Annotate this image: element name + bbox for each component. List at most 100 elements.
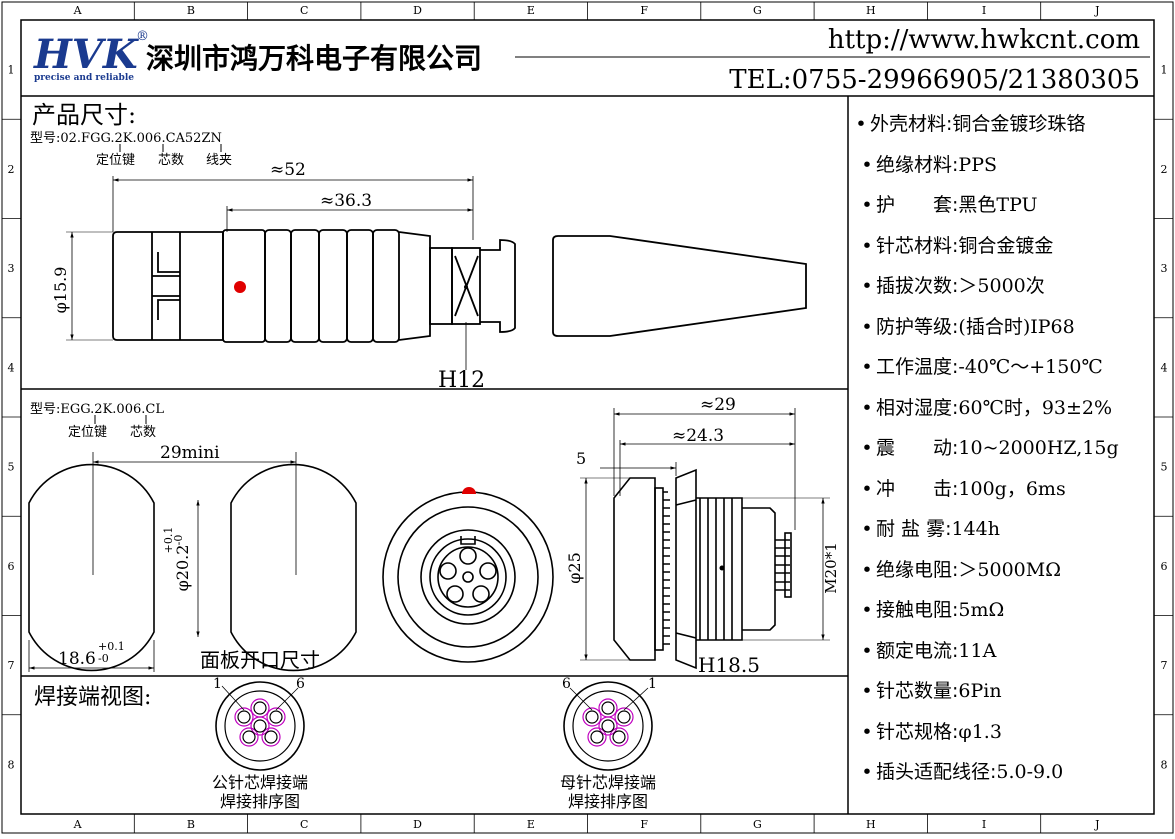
spec-label: 耐 盐 雾: [876, 518, 952, 540]
bullet-icon: • [861, 599, 873, 621]
spec-label: 绝缘电阻: [876, 558, 959, 581]
socket-dim-total: ≈29 [700, 395, 736, 415]
spec-value: ＞5000次 [958, 275, 1045, 297]
spec-row: •插头适配线径:5.0-9.0 [858, 760, 1168, 784]
spec-value: φ1.3 [958, 720, 1002, 743]
grid-row-label-right: 2 [1161, 163, 1168, 176]
spec-label: 防护等级: [876, 315, 959, 338]
grid-row-label-left: 5 [8, 461, 15, 474]
logo: HVK ® precise and reliable [33, 29, 149, 83]
telephone: TEL:0755-29966905/21380305 [729, 65, 1140, 95]
cutout-flat-tol-up: +0.1 [98, 640, 125, 653]
logo-text: HVK [33, 31, 140, 78]
female-pin-6-label: 6 [562, 676, 571, 692]
socket-alignment-marker [462, 487, 476, 494]
bullet-icon: • [861, 639, 873, 662]
grid-col-label-bottom: H [866, 818, 876, 831]
website-url: http://www.hwkcnt.com [828, 25, 1140, 55]
spec-value: 黑色TPU [958, 194, 1038, 216]
panel-cutout-drawing [28, 463, 357, 672]
spec-row: •冲 击:100g，6ms [858, 477, 1168, 501]
spec-row: •震 动:10~2000HZ,15g [858, 436, 1168, 460]
spec-value: ＞5000MΩ [958, 558, 1061, 581]
socket-dim-thread: M20*1 [822, 542, 840, 594]
bullet-icon: • [861, 518, 873, 540]
spec-value: -40℃～+150℃ [958, 356, 1103, 378]
spec-row: •针芯材料:铜合金镀金 [858, 234, 1168, 258]
spec-label: 外壳材料: [870, 113, 953, 135]
spec-label: 工作温度: [876, 356, 959, 378]
grid-col-label-bottom: C [300, 818, 308, 831]
spec-label: 接触电阻: [876, 599, 959, 621]
spec-label: 插头适配线径: [876, 761, 997, 783]
spec-row: •防护等级:(插合时)IP68 [858, 315, 1168, 339]
grid-row-label-right: 6 [1161, 560, 1168, 573]
socket-dim-flange: 5 [576, 449, 586, 468]
cutout-dia-tol-dn: -0 [172, 535, 185, 546]
grid-col-label-top: B [187, 4, 195, 17]
spec-value: 60℃时，93±2% [958, 396, 1113, 419]
cutout-dim-width: 29mini [160, 443, 220, 463]
spec-label: 绝缘材料: [876, 153, 959, 176]
grid-row-label-left: 2 [8, 163, 15, 176]
plug-legend-cores: 芯数 [158, 153, 184, 168]
spec-value: 11A [958, 639, 997, 662]
grid-row-label-left: 3 [8, 262, 15, 275]
cutout-dim-flat: 18.6 [58, 649, 96, 669]
spec-row: •绝缘电阻:＞5000MΩ [858, 558, 1168, 582]
grid-col-label-top: I [982, 4, 986, 17]
plug-dim-total: ≈52 [270, 160, 306, 180]
logo-registered-mark: ® [136, 29, 149, 44]
grid-col-label-bottom: G [753, 818, 762, 831]
male-pin-6-label: 6 [296, 676, 305, 692]
spec-label: 针芯材料: [876, 234, 959, 257]
socket-dim-diameter: φ25 [565, 552, 584, 584]
male-solder-sub: 焊接排序图 [220, 792, 300, 811]
grid-row-label-right: 4 [1161, 361, 1168, 374]
grid-col-label-top: J [1094, 4, 1099, 17]
spec-row: •针芯规格:φ1.3 [858, 720, 1168, 744]
plug-drawing [112, 229, 807, 343]
grid-col-label-top: D [413, 4, 422, 17]
grid-col-label-top: E [527, 4, 535, 17]
spec-value: 5.0-9.0 [996, 761, 1064, 783]
plug-dim-body: ≈36.3 [320, 191, 372, 211]
bullet-icon: • [861, 356, 873, 378]
grid-col-label-bottom: D [413, 818, 422, 831]
grid-col-label-bottom: J [1094, 818, 1099, 831]
male-solder-label: 公针芯焊接端 [212, 773, 308, 792]
spec-value: 144h [951, 518, 1000, 540]
spec-label: 插拔次数: [876, 275, 959, 297]
socket-dim-body: ≈24.3 [672, 426, 724, 446]
spec-label: 冲 击: [876, 477, 959, 500]
socket-legend-cores: 芯数 [130, 425, 156, 440]
plug-alignment-marker [234, 281, 246, 293]
spec-row: •外壳材料:铜合金镀珍珠铬 [852, 112, 1162, 136]
logo-slogan: precise and reliable [34, 73, 134, 83]
female-solder-label: 母针芯焊接端 [560, 773, 656, 792]
grid-col-label-bottom: F [640, 818, 648, 831]
spec-row: •额定电流:11A [858, 639, 1168, 663]
cutout-title: 面板开口尺寸 [200, 648, 320, 672]
grid-col-label-top: H [866, 4, 876, 17]
spec-label: 额定电流: [876, 639, 959, 662]
grid-col-label-top: F [640, 4, 648, 17]
spec-row: •绝缘材料:PPS [858, 153, 1168, 177]
grid-col-label-bottom: E [527, 818, 535, 831]
spec-value: 铜合金镀金 [958, 234, 1054, 257]
company-name: 深圳市鸿万科电子有限公司 [146, 42, 482, 75]
grid-row-label-left: 8 [8, 758, 15, 771]
socket-dim-hex: H18.5 [698, 653, 760, 677]
bullet-icon: • [861, 477, 873, 500]
bullet-icon: • [861, 234, 873, 257]
female-solder-diagram: 6 1 母针芯焊接端 焊接排序图 [560, 676, 657, 811]
plug-legend-clamp: 线夹 [206, 153, 232, 168]
male-solder-diagram: 1 6 公针芯焊接端 焊接排序图 [212, 676, 308, 811]
spec-value: 5mΩ [958, 599, 1005, 621]
grid-col-label-bottom: I [982, 818, 986, 831]
bullet-icon: • [861, 194, 873, 216]
spec-row: •插拔次数:＞5000次 [858, 274, 1168, 298]
spec-value: (插合时)IP68 [958, 315, 1075, 338]
